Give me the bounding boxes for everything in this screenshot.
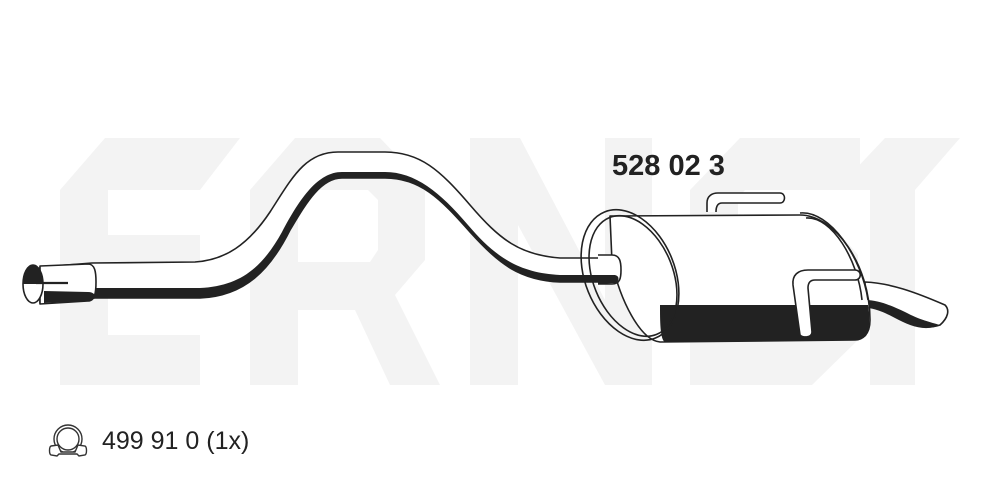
accessory-label: 499 91 0 (1x) [102, 426, 250, 455]
accessory-item: 499 91 0 (1x) [44, 422, 249, 460]
clamp-icon [48, 424, 88, 457]
muffler [580, 192, 949, 343]
part-number-label: 528 02 3 [612, 150, 725, 182]
exhaust-pipe [22, 151, 621, 305]
